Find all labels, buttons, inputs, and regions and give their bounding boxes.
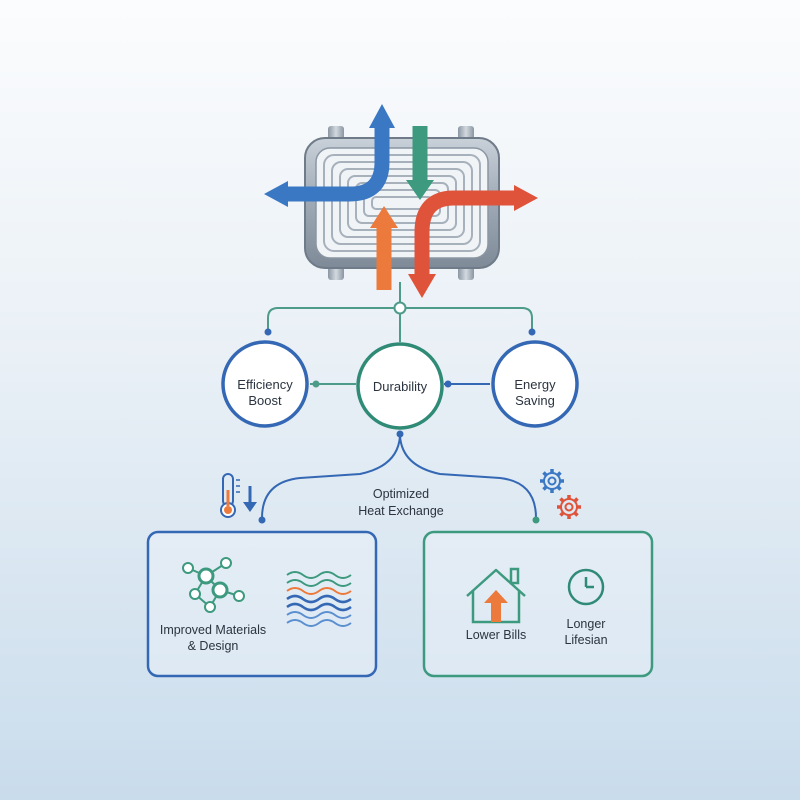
left-panel-line1: Improved Materials — [160, 623, 266, 637]
node-energy-line2: Saving — [515, 393, 555, 408]
left-panel-line2: & Design — [188, 639, 239, 653]
heat-exchanger-icon — [264, 104, 538, 298]
layered-waves-icon — [286, 571, 352, 627]
top-connector — [267, 282, 533, 342]
junction-dot — [393, 301, 407, 315]
right-panel: Lower Bills Longer Lifesian — [422, 530, 654, 678]
connector-dot — [264, 328, 272, 336]
lifespan-line1: Longer — [567, 617, 606, 631]
node-efficiency-line1: Efficiency — [237, 377, 293, 392]
lifespan-line2: Lifesian — [564, 633, 607, 647]
node-energy-line1: Energy — [514, 377, 556, 392]
node-efficiency-line2: Boost — [248, 393, 282, 408]
gears-icon — [540, 469, 581, 519]
node-energy-saving: Energy Saving — [491, 340, 579, 428]
connector-dot — [528, 328, 536, 336]
branch-label-line1: Optimized — [373, 487, 429, 501]
branch-connector — [258, 430, 540, 524]
node-efficiency-boost: Efficiency Boost — [221, 340, 309, 428]
left-panel: Improved Materials & Design — [146, 530, 378, 678]
node-links — [310, 380, 490, 388]
node-durability: Durability — [356, 342, 444, 430]
node-durability-label: Durability — [373, 379, 428, 394]
clock-icon — [567, 568, 605, 606]
branch-label-line2: Heat Exchange — [358, 504, 444, 518]
molecule-network-icon — [182, 557, 245, 613]
thermometer-down-icon — [220, 473, 257, 518]
lower-bills-label: Lower Bills — [466, 628, 526, 642]
house-arrow-icon — [466, 567, 526, 624]
